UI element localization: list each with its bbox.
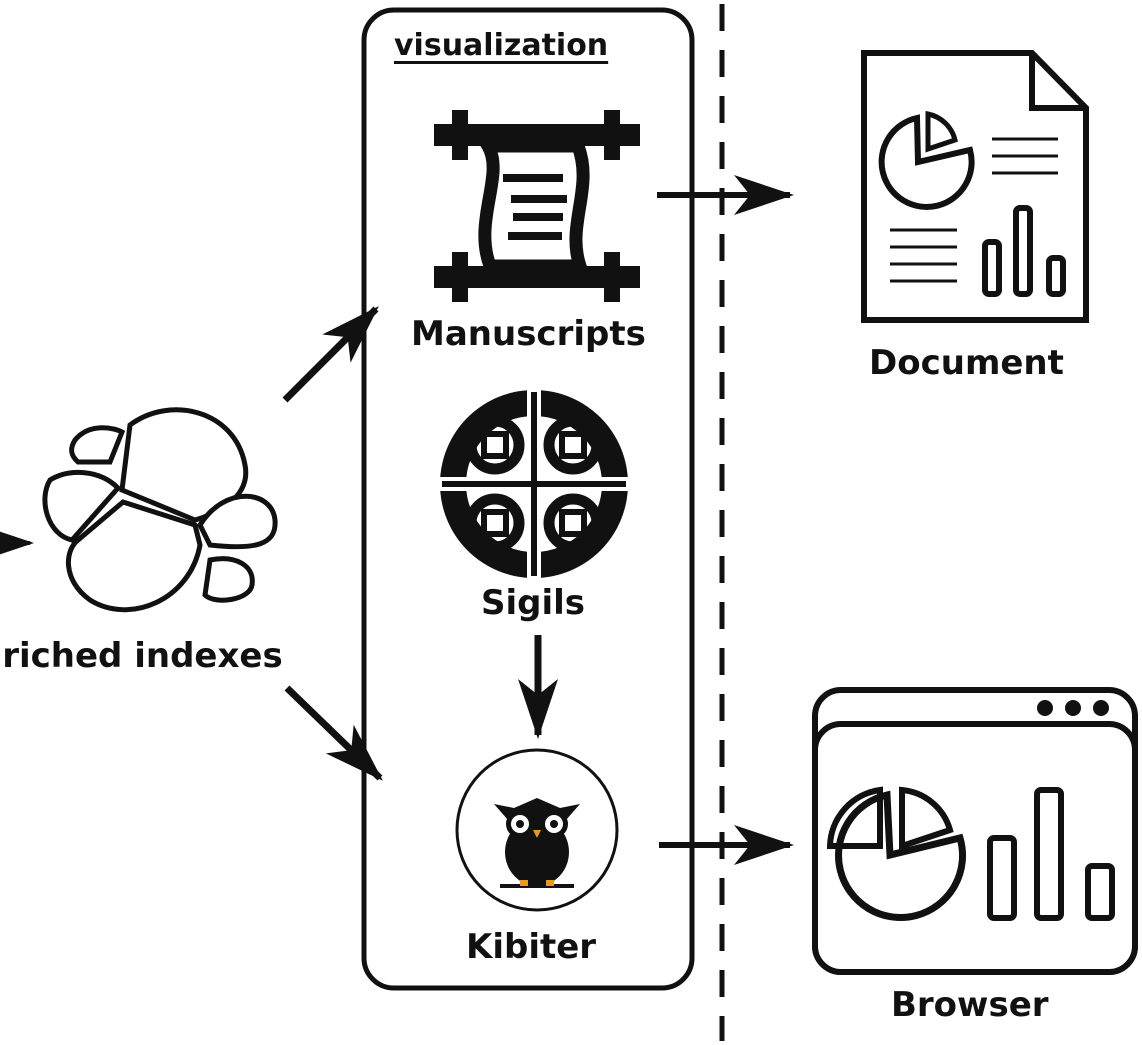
browser-label: Browser <box>891 985 1049 1025</box>
visualization-title: visualization <box>394 28 609 63</box>
sigils-knot-icon <box>438 388 630 580</box>
visualization-box <box>361 7 695 991</box>
arrow-to-manuscripts <box>282 306 379 403</box>
document-label: Document <box>869 343 1064 383</box>
enriched-indexes-label: nriched indexes <box>0 636 283 676</box>
arrow-to-kibiter <box>284 685 383 781</box>
kibiter-label: Kibiter <box>466 927 597 967</box>
elastic-cluster-icon <box>42 407 278 613</box>
scroll-icon <box>434 110 640 302</box>
sigils-label: Sigils <box>481 583 586 623</box>
owl-icon <box>455 748 619 912</box>
document-icon <box>861 50 1089 323</box>
manuscripts-label: Manuscripts <box>411 314 646 354</box>
browser-icon <box>812 687 1138 975</box>
